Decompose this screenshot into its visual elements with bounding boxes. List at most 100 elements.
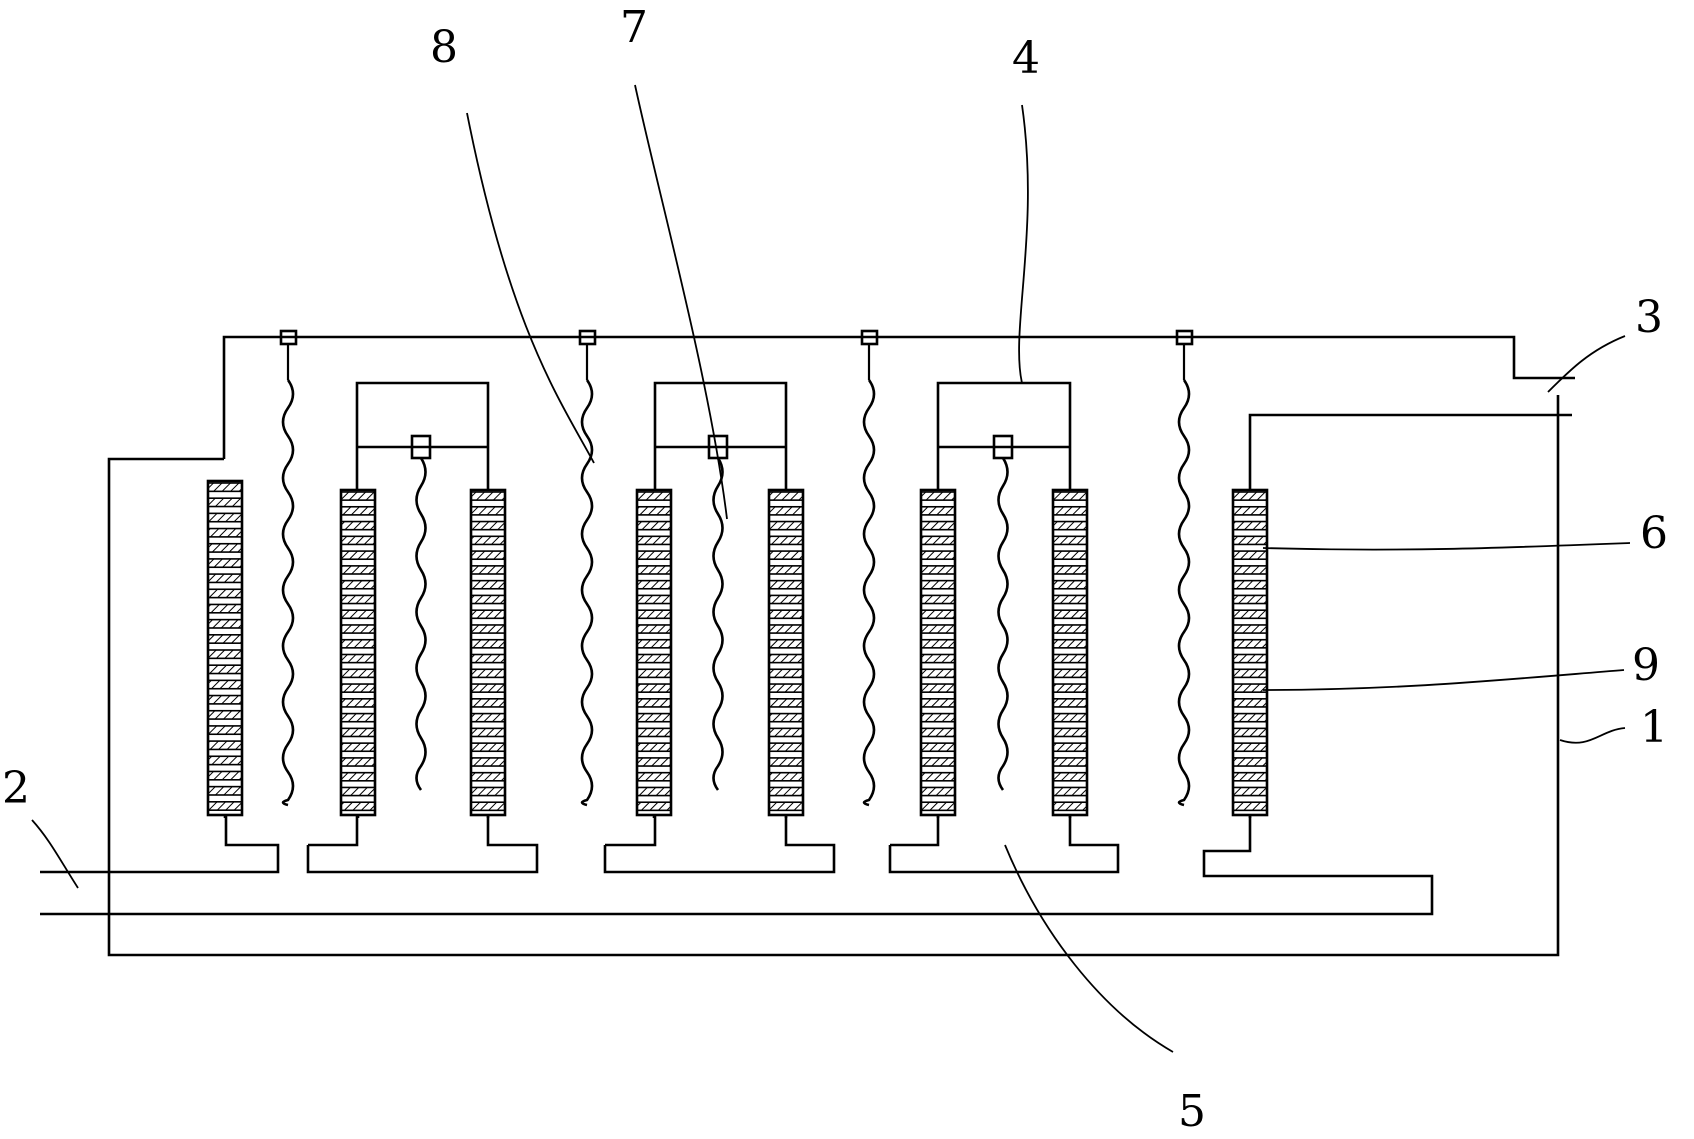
- electrode-plate: [768, 742, 804, 753]
- electrode-plate: [340, 594, 376, 605]
- electrode-plate: [636, 801, 672, 812]
- electrode-plate: [207, 512, 243, 523]
- electrode-plate: [470, 668, 506, 679]
- electrode-stack: [469, 488, 507, 818]
- membrane-wave: [281, 379, 295, 807]
- electrode-stack: [339, 488, 377, 818]
- electrode-plate: [1232, 579, 1268, 590]
- electrode-plate: [768, 801, 804, 812]
- electrode-plate: [1052, 727, 1088, 738]
- electrode-plate: [636, 638, 672, 649]
- electrode-plate: [768, 505, 804, 516]
- membrane-wave: [712, 457, 724, 791]
- leader-6: [1262, 542, 1631, 551]
- electrode-plate: [1052, 638, 1088, 649]
- electrode-plate: [1052, 786, 1088, 797]
- electrode-plate: [920, 609, 956, 620]
- electrode-plate: [207, 588, 243, 599]
- electrode-stacks: [206, 479, 1269, 818]
- electrode-plate: [340, 786, 376, 797]
- electrode-plate: [636, 742, 672, 753]
- electrode-plate: [636, 550, 672, 561]
- electrode-plate: [340, 579, 376, 590]
- leader-9: [1262, 669, 1625, 691]
- frame-pair-1: [355, 381, 490, 490]
- electrode-plate: [340, 801, 376, 812]
- electrode-plate: [768, 491, 804, 501]
- electrode-plate: [207, 725, 243, 736]
- electrode-stack: [206, 479, 244, 818]
- electrode-plate: [768, 653, 804, 664]
- electrode-plate: [1052, 801, 1088, 812]
- electrode-plate: [636, 698, 672, 708]
- electrode-plate: [340, 668, 376, 679]
- electrode-plate: [768, 535, 804, 546]
- manifold-2: [603, 815, 836, 874]
- electrode-plate: [340, 505, 376, 516]
- electrode-plate: [1052, 653, 1088, 664]
- electrode-plate: [207, 709, 243, 720]
- electrode-stack: [1051, 488, 1089, 818]
- electrode-plate: [1232, 668, 1268, 679]
- electrode-plate: [470, 520, 506, 531]
- electrode-plate: [207, 618, 243, 629]
- electrode-plate: [340, 535, 376, 546]
- electrode-plate: [920, 565, 956, 575]
- electrode-plate: [920, 698, 956, 708]
- electrode-plate: [636, 771, 672, 782]
- electrode-plate: [636, 565, 672, 575]
- electrode-plate: [207, 603, 243, 614]
- leader-1: [1559, 727, 1626, 744]
- electrode-plate: [768, 712, 804, 723]
- electrode-plate: [768, 786, 804, 797]
- electrode-plate: [768, 579, 804, 590]
- electrode-plate: [920, 520, 956, 531]
- manifold-3: [888, 815, 1120, 874]
- electrode-plate: [340, 491, 376, 501]
- electrode-plate: [470, 594, 506, 605]
- electrode-plate: [768, 565, 804, 575]
- frame-pair-3: [936, 381, 1072, 490]
- electrode-plate: [340, 727, 376, 738]
- electrode-plate: [1052, 771, 1088, 782]
- electrode-plate: [207, 740, 243, 751]
- electrode-stack: [1231, 488, 1269, 818]
- electrode-plate: [636, 727, 672, 738]
- outlet-pipe-inner: [1248, 413, 1572, 490]
- electrode-plate: [1232, 535, 1268, 546]
- leader-3: [1547, 335, 1626, 393]
- electrode-plate: [636, 579, 672, 590]
- electrode-plate: [1232, 624, 1268, 634]
- membrane-waves: [281, 344, 1191, 807]
- electrode-plate: [207, 497, 243, 508]
- electrode-plate: [207, 558, 243, 569]
- electrode-plate: [636, 683, 672, 693]
- electrode-plate: [1052, 712, 1088, 723]
- electrode-plate: [920, 535, 956, 546]
- electrode-plate: [470, 786, 506, 797]
- electrode-plate: [636, 653, 672, 664]
- leader-7: [634, 84, 728, 520]
- electrode-plate: [1052, 565, 1088, 575]
- electrode-plate: [207, 785, 243, 796]
- label-5: 5: [1178, 1086, 1206, 1134]
- electrode-plate: [470, 535, 506, 546]
- electrode-plate: [1052, 491, 1088, 501]
- electrode-plate: [470, 579, 506, 590]
- electrode-plate: [470, 565, 506, 575]
- electrode-plate: [636, 520, 672, 531]
- membrane-wave: [862, 379, 876, 807]
- electrode-plate: [920, 638, 956, 649]
- electrode-plate: [470, 505, 506, 516]
- electrode-plate: [1232, 727, 1268, 738]
- electrode-plate: [470, 491, 506, 501]
- electrode-plate: [636, 786, 672, 797]
- electrode-plate: [1052, 609, 1088, 620]
- electrode-plate: [1052, 550, 1088, 561]
- electrode-plate: [470, 653, 506, 664]
- electrode-plate: [207, 527, 243, 538]
- membrane-wave: [415, 457, 427, 791]
- electrode-plate: [470, 727, 506, 738]
- electrode-plate: [920, 712, 956, 723]
- electrode-plate: [768, 771, 804, 782]
